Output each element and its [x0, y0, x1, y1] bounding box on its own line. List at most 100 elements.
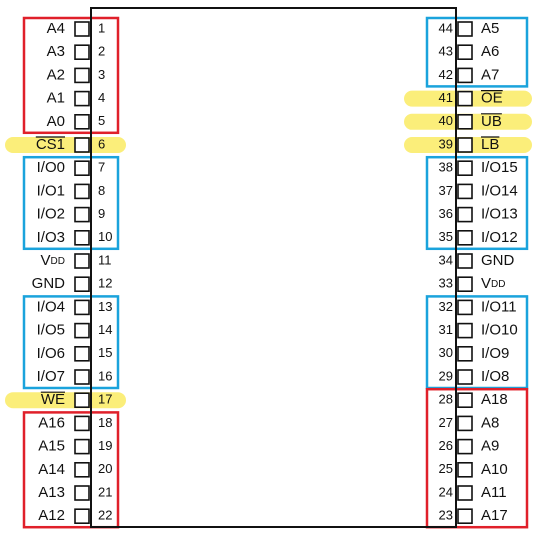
pin-41-square — [457, 90, 473, 107]
pin-6-square — [74, 137, 90, 153]
pin-34-label: GND — [481, 252, 515, 269]
pin-layer: 1A42A33A24A15A06CS17I/O08I/O19I/O210I/O3… — [32, 20, 518, 524]
highlight-pin-17 — [5, 392, 126, 409]
pin-23-label: A17 — [481, 507, 508, 524]
pin-32-square — [457, 299, 473, 316]
pin-23-number: 23 — [439, 508, 453, 523]
pin-32-number: 32 — [439, 299, 453, 314]
address-group-right-bottom — [425, 387, 529, 529]
pin-11-label: VDD — [41, 252, 65, 269]
pin-12-number: 12 — [98, 276, 112, 291]
pin-24-square — [457, 485, 473, 501]
io-group-left-lower — [22, 295, 120, 390]
pin-25-number: 25 — [439, 461, 453, 476]
pin-13-number: 13 — [98, 299, 112, 314]
pin-6-label: CS1 — [36, 136, 65, 153]
pin-32-label: I/O11 — [481, 298, 517, 315]
pin-13-label: I/O4 — [37, 298, 65, 315]
pin-21-label: A13 — [38, 484, 65, 501]
pin-9-number: 9 — [98, 206, 105, 221]
pin-31-square — [457, 322, 473, 339]
pin-1-label: A4 — [47, 20, 65, 37]
chip-body — [90, 7, 457, 528]
pin-15-square — [74, 345, 90, 362]
pin-36-number: 36 — [439, 206, 453, 221]
pin-15-label: I/O6 — [37, 345, 65, 362]
pin-19-label: A15 — [38, 438, 65, 455]
pin-27-label: A8 — [481, 414, 499, 431]
pin-29-number: 29 — [439, 368, 453, 383]
pin-25-square — [457, 461, 473, 478]
pin-6-number: 6 — [98, 136, 105, 151]
pin-16-square — [74, 369, 90, 385]
pin-35-square — [457, 230, 473, 246]
pin-8-number: 8 — [98, 183, 105, 198]
pin-4-label: A1 — [47, 90, 65, 107]
pin-38-number: 38 — [439, 160, 453, 175]
address-group-right-top — [425, 16, 529, 88]
pin-43-number: 43 — [439, 44, 453, 59]
pin-28-number: 28 — [439, 392, 453, 407]
address-group-left-bottom — [22, 411, 120, 529]
pin-44-label: A5 — [481, 20, 499, 37]
pin-34-number: 34 — [439, 252, 453, 267]
pin-5-number: 5 — [98, 113, 105, 128]
pin-38-square — [457, 160, 473, 176]
pin-19-number: 19 — [98, 438, 112, 453]
pin-44-square — [457, 21, 473, 37]
highlight-pin-6 — [5, 137, 126, 153]
group-box-layer — [22, 16, 529, 529]
pin-35-number: 35 — [439, 229, 453, 244]
pin-2-square — [74, 44, 90, 61]
pin-41-number: 41 — [439, 90, 453, 105]
pin-33-square — [457, 276, 473, 293]
pin-20-square — [74, 461, 90, 478]
pin-28-label: A18 — [481, 391, 508, 408]
pin-19-square — [74, 438, 90, 455]
pin-14-number: 14 — [98, 322, 112, 337]
pin-7-label: I/O0 — [37, 159, 65, 176]
pin-8-label: I/O1 — [37, 182, 65, 199]
pin-29-label: I/O8 — [481, 368, 509, 385]
pin-11-square — [74, 253, 90, 269]
pin-38-label: I/O15 — [481, 159, 518, 176]
pin-39-number: 39 — [439, 136, 453, 151]
pin-26-number: 26 — [439, 438, 453, 453]
pin-42-square — [457, 67, 473, 84]
pin-42-label: A7 — [481, 66, 499, 83]
pin-21-square — [74, 485, 90, 501]
pin-1-square — [74, 21, 90, 37]
pin-3-square — [74, 67, 90, 84]
pin-18-label: A16 — [38, 414, 65, 431]
pin-26-square — [457, 438, 473, 455]
pin-39-label: LB — [481, 136, 499, 153]
pin-10-square — [74, 230, 90, 246]
pin-1-number: 1 — [98, 20, 105, 35]
pin-28-square — [457, 392, 473, 409]
pin-2-number: 2 — [98, 44, 105, 59]
io-group-right-upper — [425, 155, 529, 251]
pin-37-square — [457, 183, 473, 200]
pin-41-label: OE — [481, 90, 503, 107]
pin-9-label: I/O2 — [37, 206, 65, 223]
pin-22-square — [74, 508, 90, 525]
pin-14-label: I/O5 — [37, 322, 65, 339]
pin-30-square — [457, 345, 473, 362]
pin-37-label: I/O14 — [481, 182, 518, 199]
pin-36-square — [457, 206, 473, 223]
pin-22-number: 22 — [98, 508, 112, 523]
pin-12-square — [74, 276, 90, 293]
pin-16-number: 16 — [98, 368, 112, 383]
pin-34-square — [457, 253, 473, 269]
pin-11-number: 11 — [98, 252, 112, 267]
pin-40-square — [457, 114, 473, 130]
io-group-left-upper — [22, 155, 120, 251]
pin-24-label: A11 — [481, 484, 507, 501]
pin-43-square — [457, 44, 473, 61]
pin-4-number: 4 — [98, 90, 105, 105]
pin-9-square — [74, 206, 90, 223]
pin-22-label: A12 — [38, 507, 65, 524]
pin-40-label: UB — [481, 113, 502, 130]
pin-7-square — [74, 160, 90, 176]
